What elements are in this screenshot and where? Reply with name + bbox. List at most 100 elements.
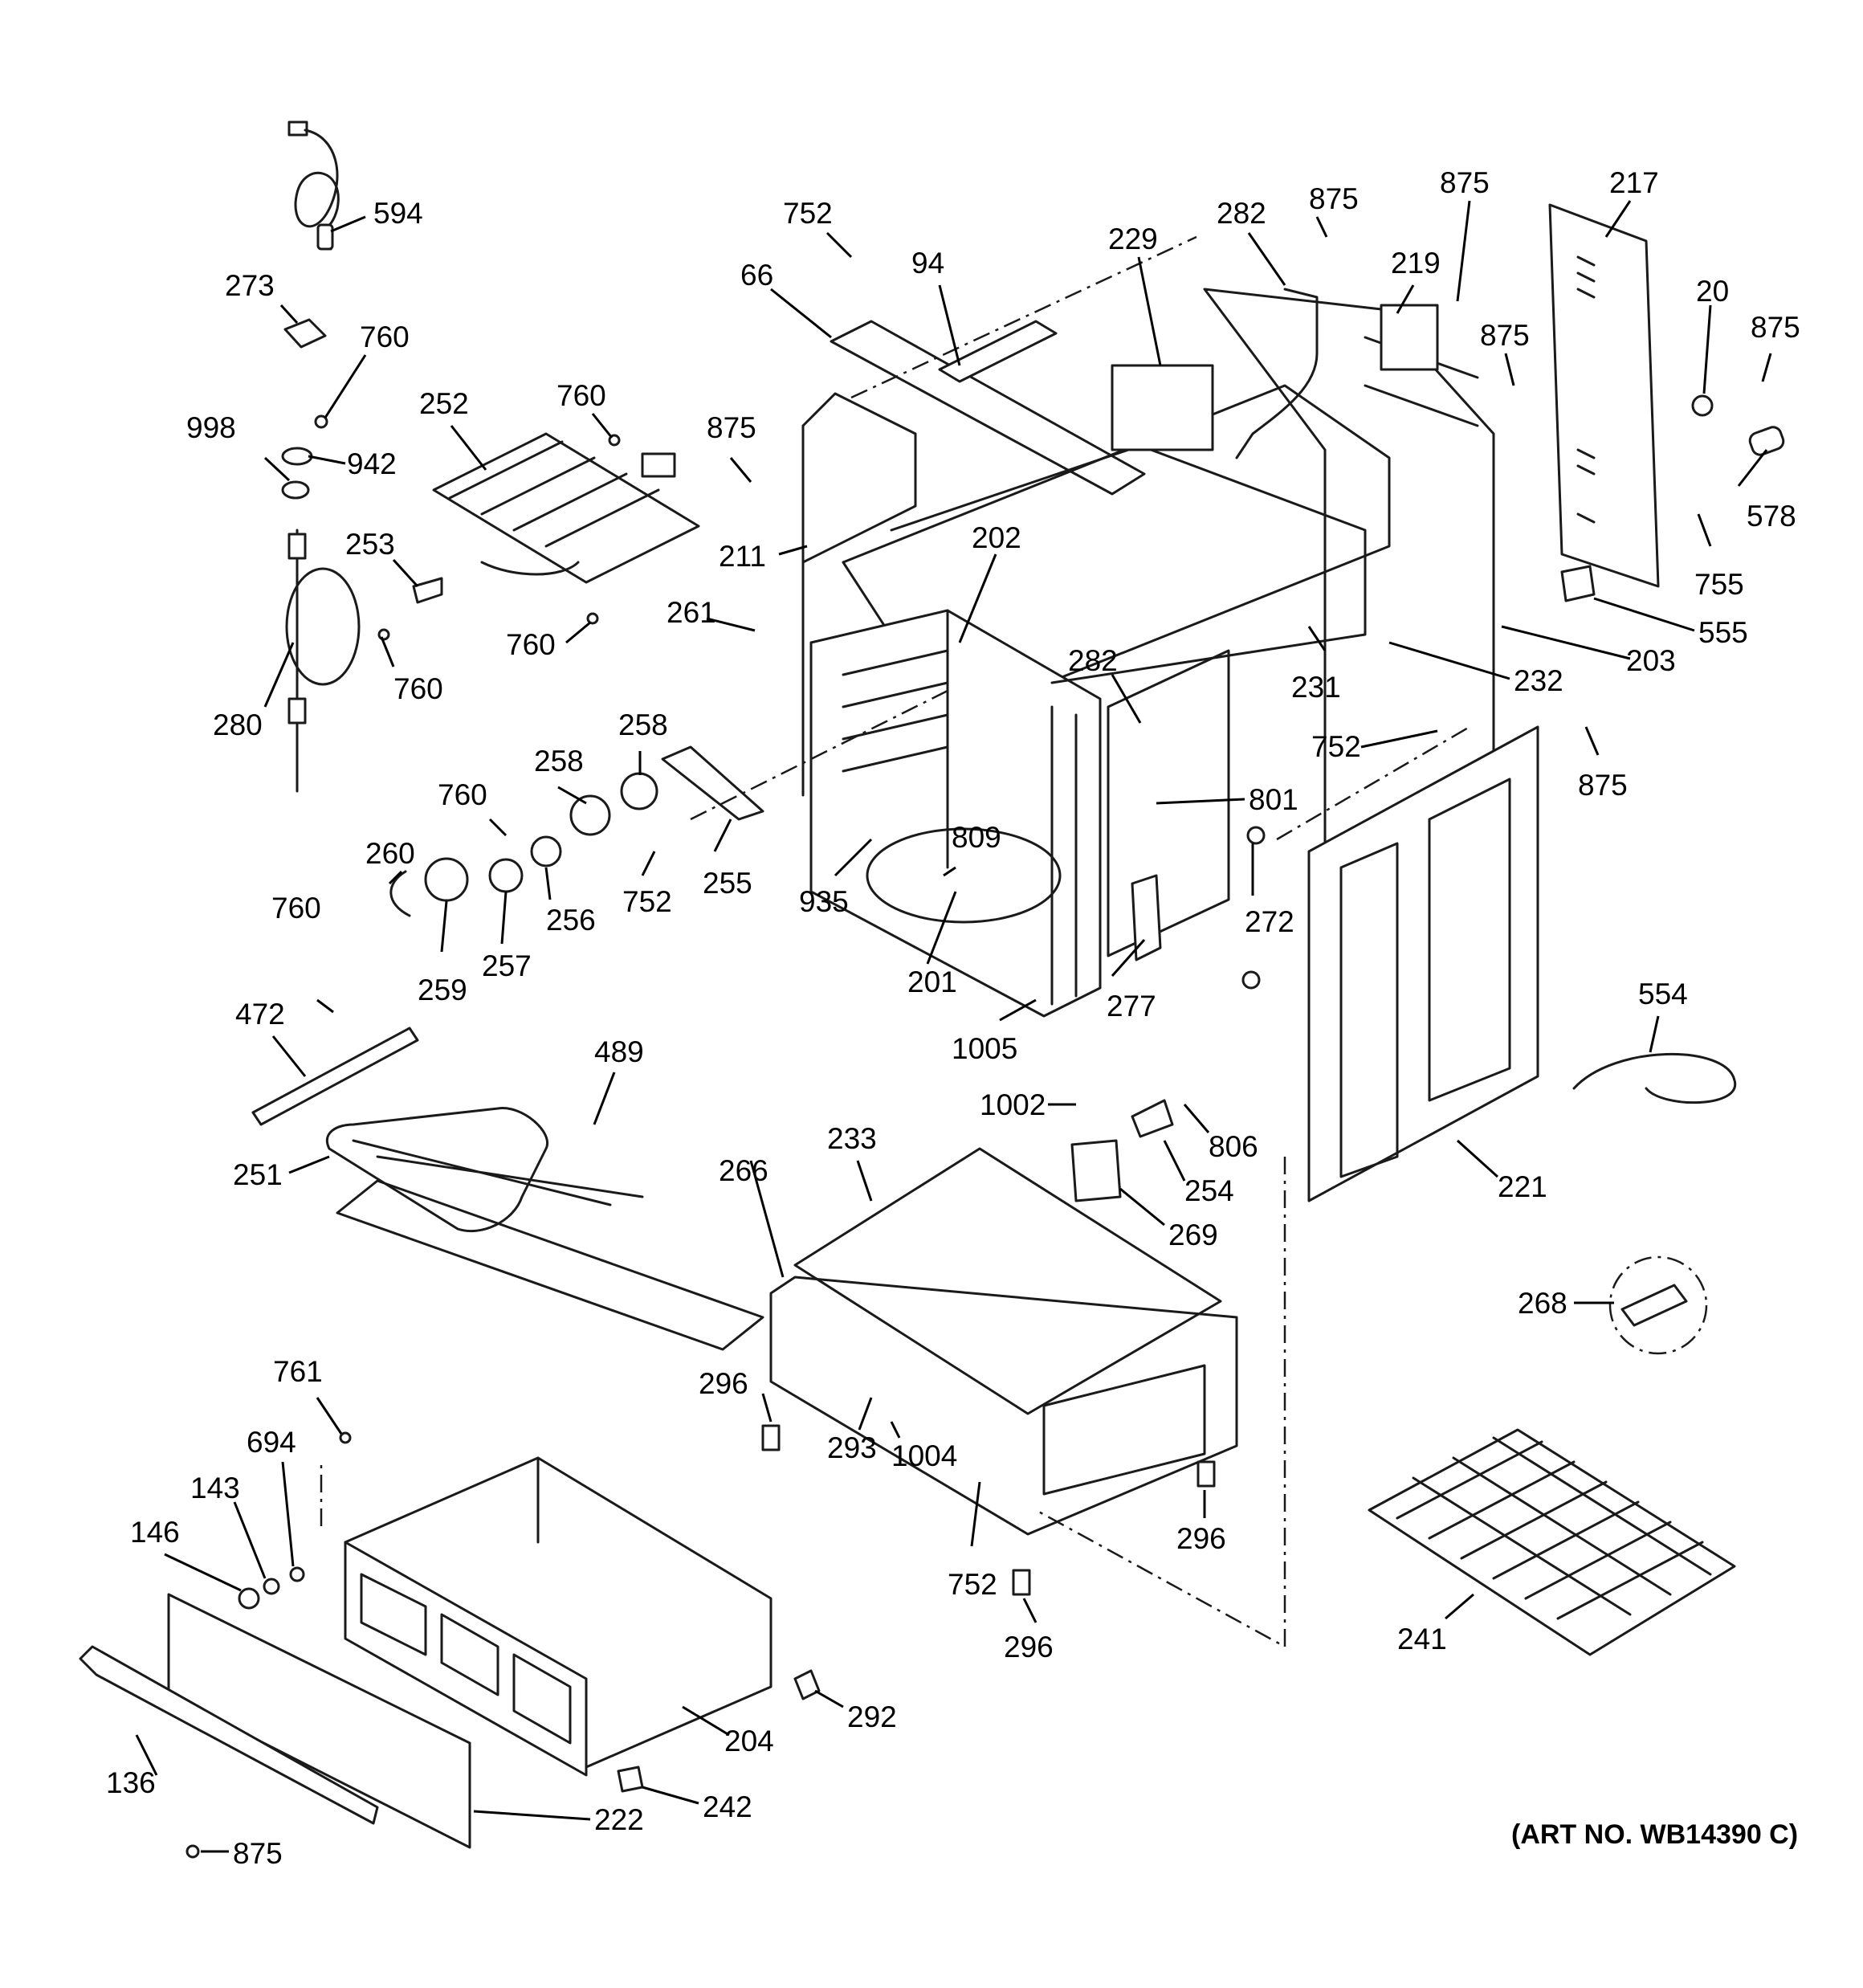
callout-219: 219	[1391, 247, 1441, 280]
callout-258: 258	[534, 745, 584, 778]
callout-280: 280	[213, 708, 263, 741]
part-241-oven-rack	[1368, 1428, 1736, 1656]
callout-labels: 594 273 760 998 942 252 760 253 760 760 …	[106, 166, 1800, 1870]
part-761-pin	[339, 1431, 352, 1444]
part-221-side-panel	[1307, 725, 1539, 1202]
callout-809: 809	[952, 821, 1001, 854]
callout-66: 66	[740, 259, 773, 292]
part-942-grommet	[281, 447, 313, 466]
part-258-ring-b	[620, 772, 658, 810]
part-254-switch	[1131, 1099, 1174, 1138]
callout-942: 942	[347, 447, 397, 480]
callout-296: 296	[699, 1367, 748, 1400]
callout-752: 752	[622, 885, 672, 918]
part-201-oven-cavity	[809, 609, 1230, 1018]
callout-1005: 1005	[952, 1032, 1017, 1065]
part-578-bushing	[1748, 426, 1785, 456]
callout-233: 233	[827, 1122, 877, 1155]
callout-806: 806	[1209, 1130, 1258, 1163]
part-296-foot-a	[761, 1424, 781, 1451]
callout-266: 266	[719, 1154, 768, 1187]
callout-253: 253	[345, 528, 395, 561]
part-273-plate	[283, 318, 327, 349]
callout-252: 252	[419, 387, 469, 420]
callout-282: 282	[1217, 197, 1266, 230]
callout-752: 752	[783, 197, 833, 230]
part-252-broil-element	[432, 432, 700, 584]
callout-875: 875	[1440, 166, 1490, 199]
callout-146: 146	[130, 1516, 180, 1549]
callout-875: 875	[1309, 182, 1359, 215]
callout-136: 136	[106, 1766, 156, 1799]
part-242-stop	[617, 1766, 644, 1793]
callout-755: 755	[1694, 568, 1744, 601]
callout-998: 998	[186, 411, 236, 444]
part-280-sensor-probe	[285, 529, 361, 793]
callout-203: 203	[1626, 644, 1676, 677]
part-282-duct	[1235, 288, 1319, 459]
part-253-bracket	[412, 577, 443, 604]
callout-760: 760	[438, 778, 487, 811]
part-998-nut	[281, 480, 310, 500]
assembly-line-bottom	[1035, 1157, 1286, 1649]
screw-760a	[314, 414, 328, 429]
part-146-bumper	[238, 1587, 260, 1610]
callout-760: 760	[393, 672, 443, 705]
callout-292: 292	[847, 1700, 897, 1733]
callout-282: 282	[1068, 644, 1118, 677]
part-266-frame	[769, 1276, 1238, 1536]
callout-94: 94	[911, 247, 944, 280]
callout-472: 472	[235, 998, 285, 1031]
callout-202: 202	[972, 521, 1021, 554]
callout-296: 296	[1176, 1522, 1226, 1555]
callout-221: 221	[1498, 1170, 1547, 1203]
part-217-side-panel	[1548, 203, 1660, 588]
callout-760: 760	[360, 320, 410, 353]
part-268-detail-circle	[1608, 1255, 1708, 1355]
callout-277: 277	[1107, 990, 1156, 1023]
callout-935: 935	[799, 885, 849, 918]
part-143-spacer	[263, 1578, 280, 1595]
part-136-handle	[79, 1645, 379, 1825]
part-260-clip	[389, 870, 411, 917]
part-489-pan	[336, 1179, 764, 1351]
part-272-grommet-upper	[1246, 826, 1266, 845]
part-472-rail	[251, 1027, 419, 1126]
part-222-drawer-front	[167, 1593, 471, 1849]
assembly-line-mid	[690, 689, 948, 821]
callout-268: 268	[1518, 1287, 1567, 1320]
callout-760: 760	[506, 628, 556, 661]
part-296-foot-c	[1012, 1569, 1031, 1596]
callout-875: 875	[1480, 319, 1530, 352]
callout-1004: 1004	[891, 1439, 957, 1472]
callout-801: 801	[1249, 783, 1298, 816]
callout-242: 242	[703, 1790, 752, 1823]
part-875-screw-bottom	[185, 1844, 200, 1859]
part-296-foot-b	[1196, 1460, 1216, 1488]
callout-752: 752	[1311, 730, 1361, 763]
callout-875: 875	[707, 411, 756, 444]
part-255-cover	[661, 745, 764, 821]
part-555-block	[1560, 565, 1596, 602]
part-256-hub	[530, 835, 562, 867]
part-94-bracket	[938, 320, 1058, 383]
part-272-grommet-lower	[1241, 970, 1261, 990]
callout-875: 875	[1578, 769, 1628, 802]
callout-875: 875	[1751, 311, 1800, 344]
part-268-latch	[1620, 1284, 1688, 1327]
callout-273: 273	[225, 269, 275, 302]
callout-256: 256	[546, 904, 596, 937]
callout-260: 260	[365, 837, 415, 870]
callout-594: 594	[373, 197, 423, 230]
part-204-drawer	[344, 1456, 773, 1777]
callout-232: 232	[1514, 664, 1563, 697]
callout-489: 489	[594, 1035, 644, 1068]
callout-293: 293	[827, 1431, 877, 1464]
part-259-fan	[424, 857, 469, 902]
callout-555: 555	[1698, 616, 1748, 649]
callout-211: 211	[719, 540, 766, 573]
callout-296: 296	[1004, 1631, 1054, 1663]
callout-1002: 1002	[980, 1088, 1046, 1121]
callout-752: 752	[948, 1568, 997, 1601]
callout-259: 259	[418, 974, 467, 1006]
